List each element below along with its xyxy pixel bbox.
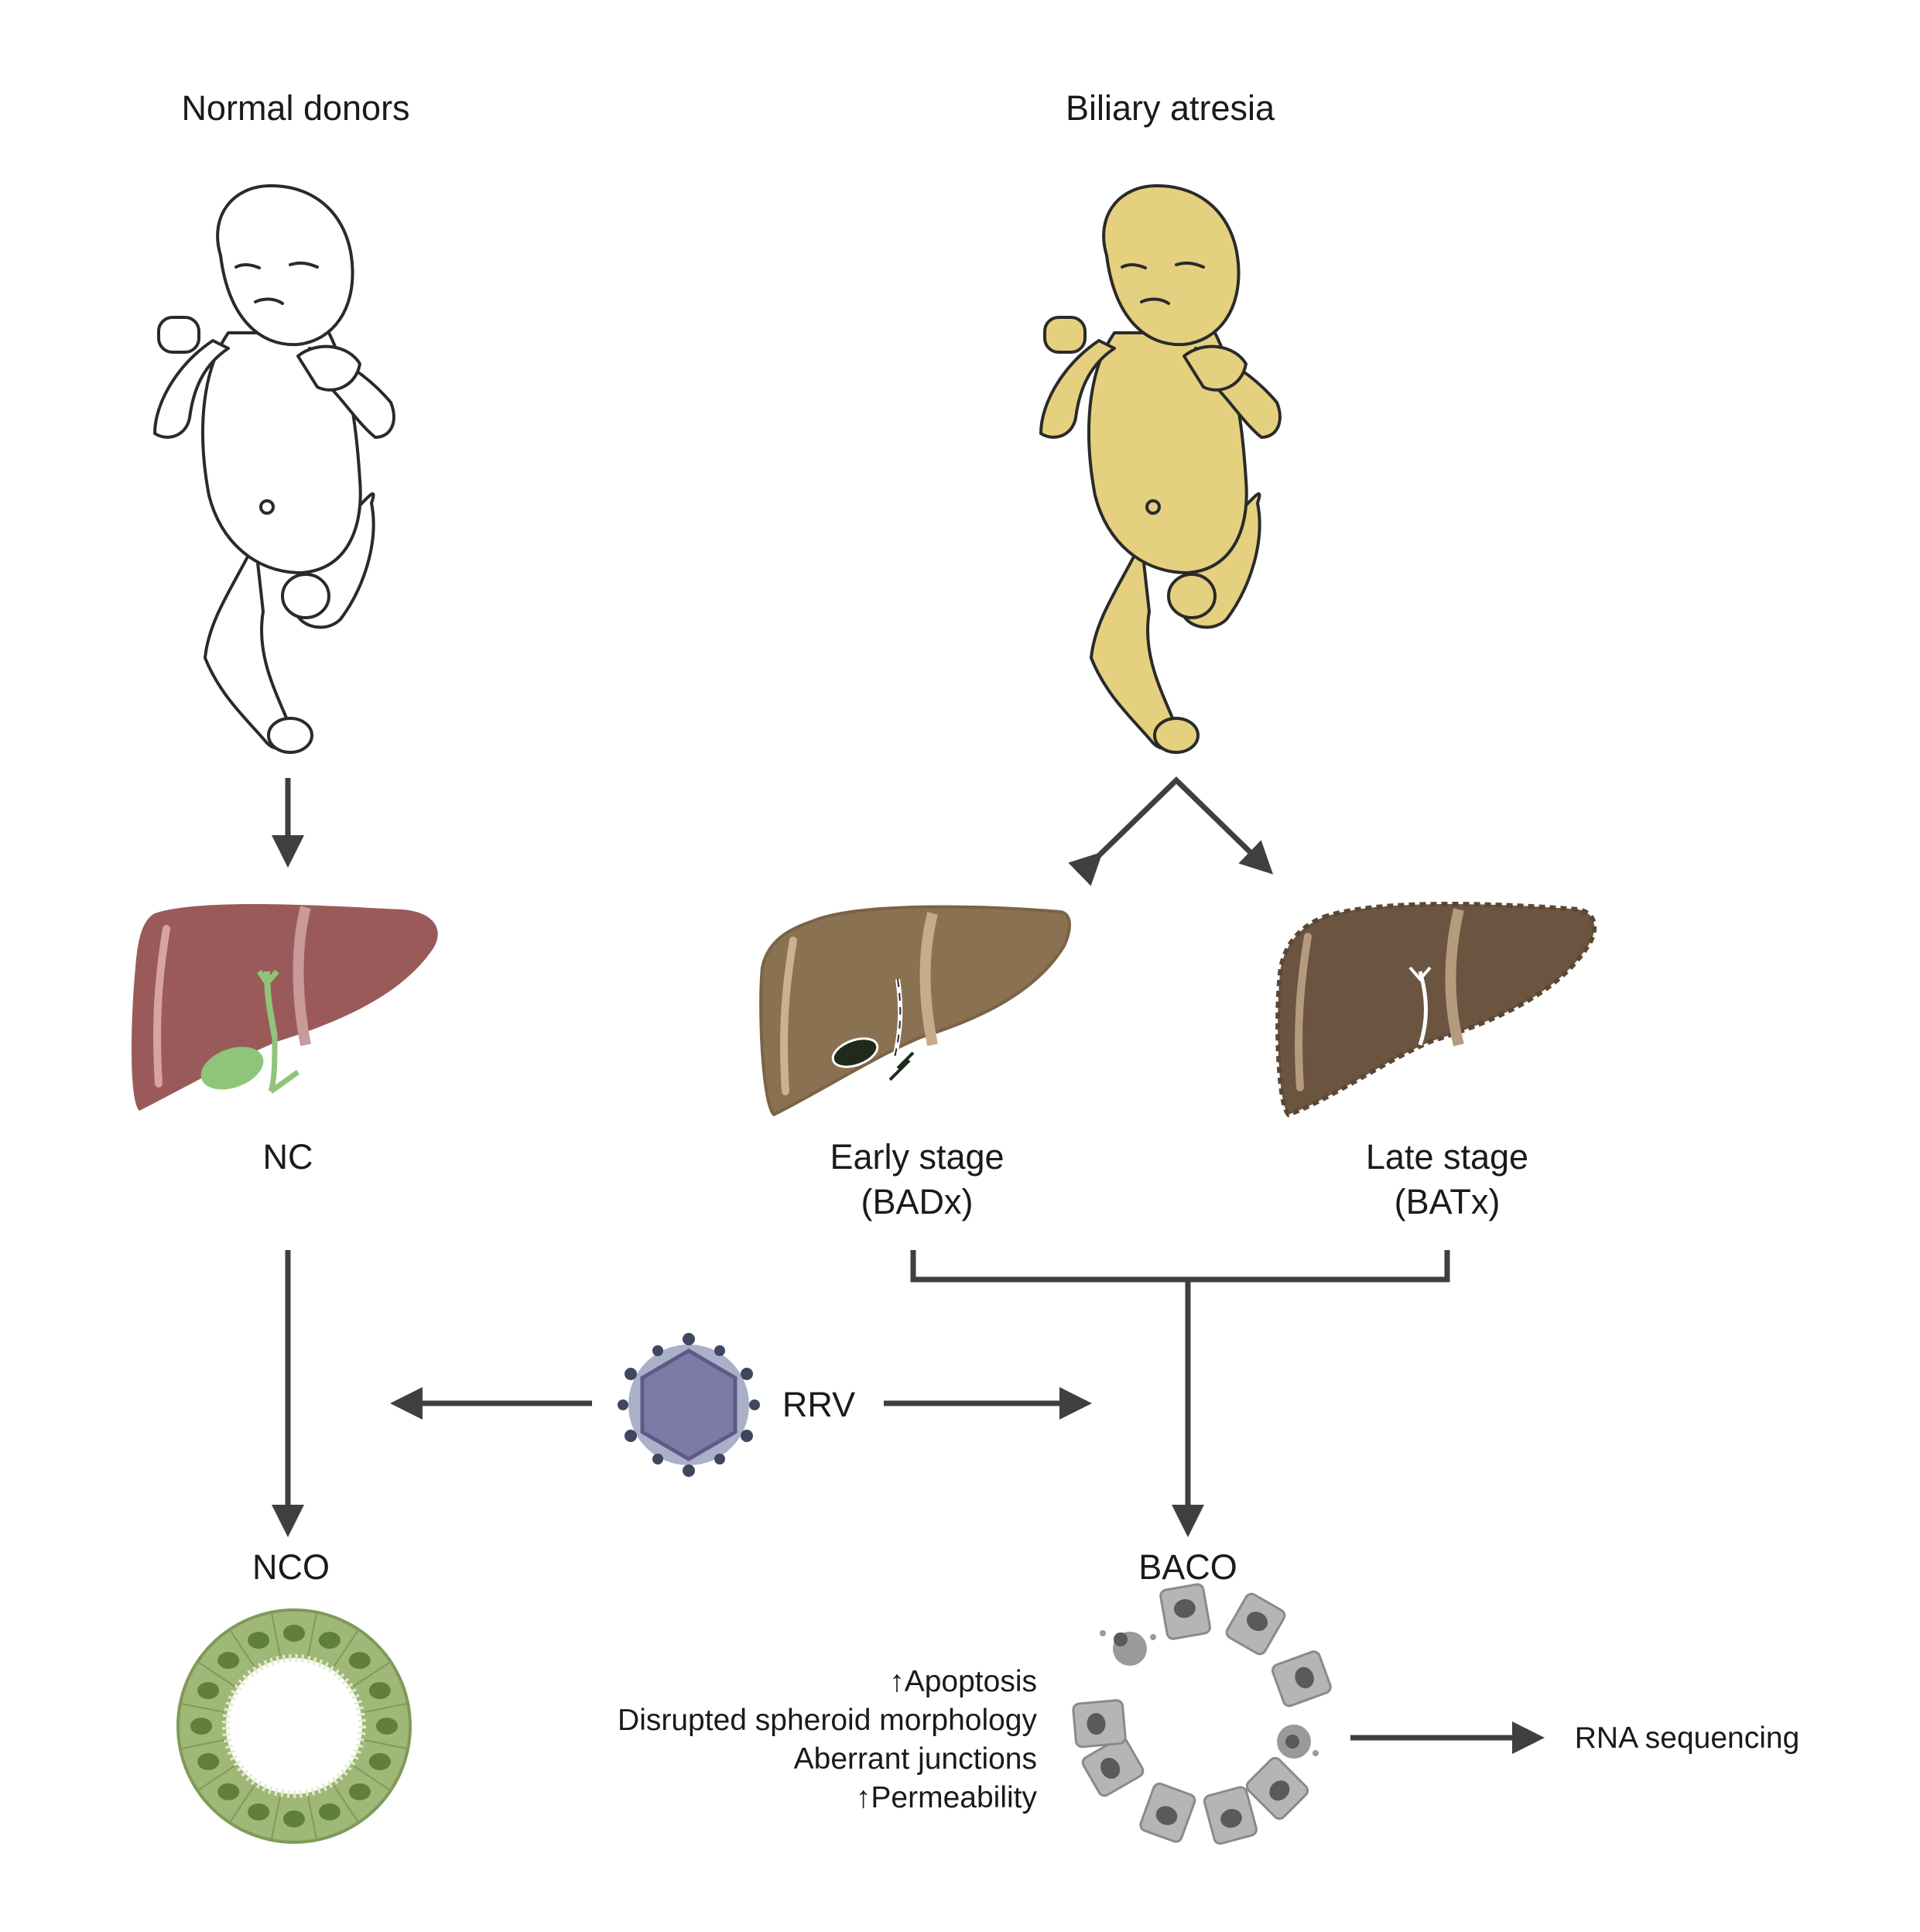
nco-cell-nucleus: [190, 1718, 212, 1735]
early-stage-liver-illustration: [759, 905, 1071, 1117]
nco-label: NCO: [252, 1547, 330, 1587]
nc-label: NC: [263, 1137, 313, 1177]
nco-cell-nucleus: [348, 1783, 371, 1800]
nco-cell-border: [181, 1703, 224, 1714]
nco-cell-border: [364, 1703, 407, 1714]
baco-cell: [1139, 1782, 1196, 1843]
nco-cell-border: [181, 1738, 224, 1749]
nco-cell-nucleus: [283, 1810, 305, 1828]
baco-label: BACO: [1138, 1547, 1237, 1587]
phenotype-apoptosis: ↑Apoptosis: [889, 1665, 1037, 1698]
rrv-virus-illustration: [618, 1333, 760, 1477]
rrv-label: RRV: [782, 1385, 855, 1424]
nco-cell-nucleus: [376, 1718, 398, 1735]
nco-cell-border: [198, 1765, 236, 1791]
nco-cell-border: [306, 1613, 317, 1656]
nco-cell-nucleus: [368, 1682, 391, 1700]
biliary-atresia-title: Biliary atresia: [1066, 88, 1275, 128]
nco-cell-border: [333, 1784, 359, 1822]
jaundiced-infant-illustration: [1039, 184, 1282, 754]
baco-organoid-illustration: [1072, 1583, 1332, 1845]
nco-cell-nucleus: [248, 1632, 270, 1649]
phenotype-permeability: ↑Permeability: [856, 1781, 1038, 1814]
nco-cell-border: [229, 1784, 255, 1822]
baco-cell: [1203, 1786, 1258, 1845]
bracket-ba-livers: [910, 1250, 1450, 1283]
nco-cell-border: [364, 1738, 407, 1749]
nco-cell-nucleus: [318, 1632, 341, 1649]
nco-cell-nucleus: [318, 1803, 341, 1821]
nco-cell-border: [271, 1796, 282, 1839]
normal-liver-illustration: [132, 904, 438, 1111]
early-stage-label-line2: (BADx): [861, 1182, 974, 1221]
baco-cell: [1271, 1650, 1332, 1708]
nco-cell-border: [198, 1661, 236, 1687]
late-stage-label-line1: Late stage: [1366, 1137, 1528, 1177]
phenotype-list: ↑Apoptosis Disrupted spheroid morphology…: [618, 1665, 1037, 1814]
nco-cell-nucleus: [283, 1625, 305, 1642]
phenotype-disrupted-morphology: Disrupted spheroid morphology: [618, 1704, 1037, 1737]
nco-cell-border: [229, 1630, 255, 1668]
nco-cell-nucleus: [217, 1652, 240, 1670]
early-stage-label-line1: Early stage: [830, 1137, 1004, 1177]
baco-cell: [1072, 1699, 1127, 1749]
arrow-atresia-split: [1068, 776, 1274, 886]
baco-cell: [1081, 1736, 1145, 1797]
normal-donors-title: Normal donors: [181, 88, 409, 128]
baco-cell: [1159, 1583, 1211, 1640]
baco-cell: [1225, 1592, 1286, 1656]
nco-cell-nucleus: [368, 1752, 391, 1770]
normal-infant-illustration: [153, 184, 395, 754]
nco-organoid-illustration: [176, 1608, 412, 1844]
nco-cell-border: [333, 1630, 359, 1668]
nco-cell-border: [352, 1661, 390, 1687]
nco-cell-nucleus: [348, 1652, 371, 1670]
nco-cell-border: [306, 1796, 317, 1839]
nco-cell-nucleus: [197, 1752, 220, 1770]
rna-sequencing-label: RNA sequencing: [1575, 1721, 1800, 1755]
late-stage-label-line2: (BATx): [1395, 1182, 1501, 1221]
nco-cell-nucleus: [248, 1803, 270, 1821]
baco-cell: [1245, 1756, 1309, 1821]
nco-cell-border: [352, 1765, 390, 1791]
nco-cell-nucleus: [217, 1783, 240, 1800]
phenotype-aberrant-junctions: Aberrant junctions: [794, 1742, 1037, 1776]
nco-cell-nucleus: [197, 1682, 220, 1700]
late-stage-liver-illustration: [1275, 901, 1597, 1118]
nco-cell-border: [271, 1613, 282, 1656]
